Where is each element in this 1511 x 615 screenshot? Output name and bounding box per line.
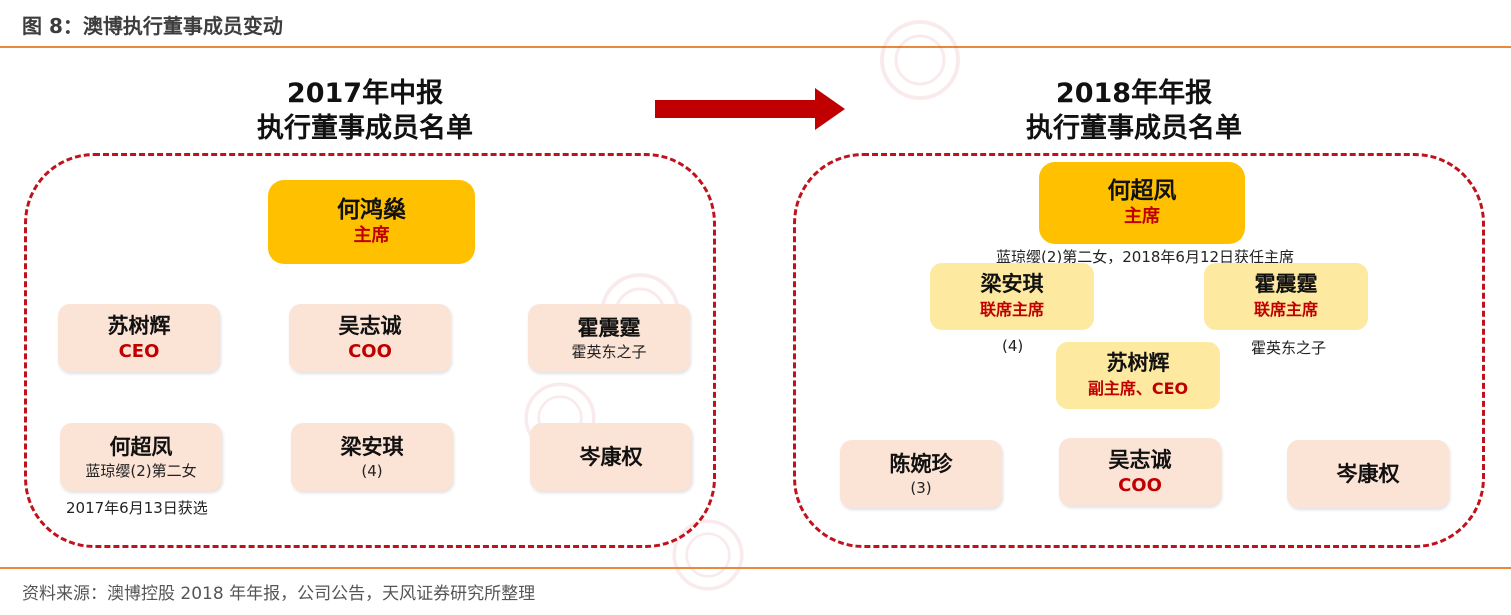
card-name: 何超凤 — [1107, 177, 1177, 204]
left-title-line1: 2017年中报 — [286, 78, 444, 109]
card-name: 苏树辉 — [107, 313, 171, 338]
right-vice-chair-card: 霍震霆 联席主席 — [1204, 263, 1368, 330]
card-role: 主席 — [353, 224, 390, 246]
card-name: 吴志诚 — [338, 313, 402, 338]
left-member-card: 吴志诚 COO — [289, 304, 451, 372]
left-member-card: 梁安琪 (4) — [291, 423, 453, 491]
watermark-icon — [880, 20, 960, 100]
card-name: 苏树辉 — [1106, 351, 1170, 375]
right-member-card: 陈婉珍 (3) — [840, 440, 1002, 508]
left-member-card: 苏树辉 CEO — [58, 304, 220, 372]
card-name: 霍震霆 — [577, 315, 641, 340]
card-name: 吴志诚 — [1108, 447, 1172, 472]
right-chair-caption: 蓝琼缨(2)第二女，2018年6月12日获任主席 — [996, 248, 1295, 266]
right-member-card: 吴志诚 COO — [1059, 438, 1221, 506]
right-member-card: 岑康权 — [1287, 440, 1449, 508]
right-chair-card: 何超凤 主席 — [1039, 162, 1245, 244]
header-rule — [0, 46, 1511, 48]
right-arrow-icon — [655, 88, 845, 130]
left-panel-title: 2017年中报 执行董事成员名单 — [155, 76, 575, 146]
card-role: COO — [1118, 474, 1162, 496]
card-name: 霍震霆 — [1254, 272, 1318, 296]
left-member-card: 何超凤 蓝琼缨(2)第二女 — [60, 423, 222, 491]
card-name: 岑康权 — [579, 444, 643, 469]
right-panel-title: 2018年年报 执行董事成员名单 — [924, 76, 1344, 146]
card-note: (3) — [910, 478, 932, 497]
left-dashed-frame — [24, 153, 716, 548]
left-caption: 2017年6月13日获选 — [66, 499, 208, 517]
card-name: 何鸿燊 — [337, 196, 406, 223]
left-chair-card: 何鸿燊 主席 — [268, 180, 475, 264]
card-name: 梁安琪 — [340, 434, 404, 459]
card-name: 岑康权 — [1336, 461, 1400, 486]
right-deputy-card: 苏树辉 副主席、CEO — [1056, 342, 1220, 409]
right-vice-chair-card: 梁安琪 联席主席 — [930, 263, 1094, 330]
card-name: 梁安琪 — [980, 272, 1044, 296]
card-name: 陈婉珍 — [889, 451, 953, 476]
right-vice-caption: 霍英东之子 — [1251, 339, 1327, 357]
card-note: 霍英东之子 — [571, 342, 647, 361]
card-role: 联席主席 — [1253, 300, 1318, 319]
card-role: 副主席、CEO — [1087, 379, 1189, 398]
footer-rule — [0, 567, 1511, 569]
card-note: (4) — [361, 461, 383, 480]
card-name: 何超凤 — [109, 434, 173, 459]
watermark-icon — [672, 519, 744, 591]
card-role: 主席 — [1124, 205, 1160, 227]
left-member-card: 霍震霆 霍英东之子 — [528, 304, 690, 372]
card-role: CEO — [118, 340, 160, 362]
figure-title: 图 8：澳博执行董事成员变动 — [22, 14, 283, 38]
source-note: 资料来源：澳博控股 2018 年年报，公司公告，天风证券研究所整理 — [22, 584, 536, 604]
right-dashed-frame — [793, 153, 1485, 548]
card-role: COO — [348, 340, 392, 362]
right-title-line2: 执行董事成员名单 — [1026, 113, 1242, 144]
left-member-card: 岑康权 — [530, 423, 692, 491]
card-note: 蓝琼缨(2)第二女 — [85, 461, 197, 480]
card-role: 联席主席 — [979, 300, 1044, 319]
left-title-line2: 执行董事成员名单 — [257, 113, 473, 144]
right-vice-caption: (4) — [1002, 337, 1024, 355]
right-title-line1: 2018年年报 — [1055, 78, 1213, 109]
